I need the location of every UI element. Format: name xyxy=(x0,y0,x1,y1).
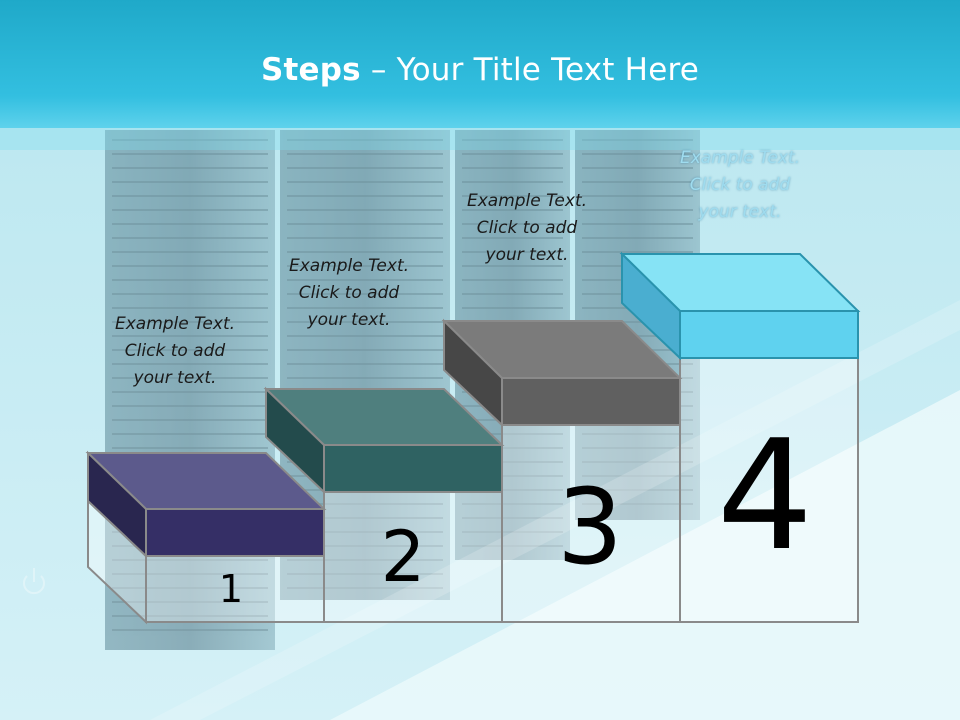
step-4-column xyxy=(679,357,859,623)
step-4-block xyxy=(619,251,861,361)
step-4-line-1: Example Text. xyxy=(679,148,801,168)
step-1-number: 1 xyxy=(218,567,244,611)
step-4-number: 4 xyxy=(716,407,814,584)
title-bold: Steps xyxy=(260,52,361,88)
step-1-line-3: your text. xyxy=(133,368,217,388)
step-3-number: 3 xyxy=(556,466,624,588)
step-1-block xyxy=(85,450,327,559)
step-3-line-2: Click to add xyxy=(476,218,578,238)
floor-highlight xyxy=(330,390,960,720)
step-4-line-2: Click to add xyxy=(689,175,791,195)
step-2-column xyxy=(323,491,503,623)
title-dash: – xyxy=(360,52,397,88)
step-1-text[interactable]: Example Text. Click to add your text. xyxy=(85,311,265,392)
step-2-text[interactable]: Example Text. Click to add your text. xyxy=(259,253,439,334)
step-1-line-2: Click to add xyxy=(124,341,226,361)
step-4-text[interactable]: Example Text. Click to add your text. xyxy=(650,145,830,226)
step-3-line-1: Example Text. xyxy=(466,191,588,211)
step-3-text[interactable]: Example Text. Click to add your text. xyxy=(437,188,617,269)
step-1-line-1: Example Text. xyxy=(114,314,236,334)
title-rest: Your Title Text Here xyxy=(396,52,699,88)
step-2-number: 2 xyxy=(380,516,426,598)
power-icon xyxy=(23,568,45,595)
step-3-line-3: your text. xyxy=(485,245,569,265)
step-2-block xyxy=(263,386,505,495)
slide-title[interactable]: Steps – Your Title Text Here xyxy=(0,52,960,88)
step-1-column xyxy=(87,498,325,625)
steps-diagram xyxy=(85,251,861,625)
header-band xyxy=(0,0,960,128)
step-2-line-1: Example Text. xyxy=(288,256,410,276)
step-2-line-3: your text. xyxy=(307,310,391,330)
step-3-block xyxy=(441,318,683,428)
step-4-line-3: your text. xyxy=(698,202,782,222)
step-2-line-2: Click to add xyxy=(298,283,400,303)
